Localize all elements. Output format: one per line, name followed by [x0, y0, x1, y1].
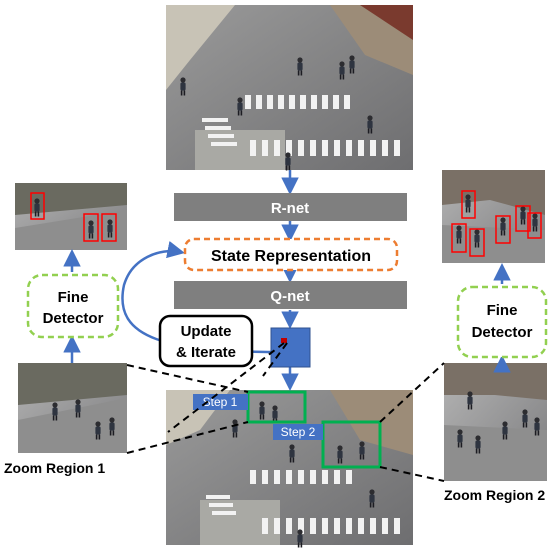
- fine-detector-right-line1: Fine: [487, 302, 518, 319]
- detection-box: [101, 213, 117, 242]
- detection-box: [515, 205, 531, 232]
- zoom-box-step-2: [321, 420, 382, 469]
- q-net-label: Q-net: [270, 288, 309, 305]
- left-detection-photo: [15, 183, 127, 250]
- step-1-label: Step 1: [203, 395, 238, 409]
- detection-box: [83, 213, 99, 242]
- step-2-label: Step 2: [281, 425, 316, 439]
- top-street-photo: [166, 5, 413, 171]
- zoom-region-1-label: Zoom Region 1: [4, 460, 105, 476]
- iterate-label: & Iterate: [176, 344, 236, 361]
- fine-detector-left-box: Fine Detector: [26, 273, 120, 339]
- fine-detector-left-line2: Detector: [43, 310, 104, 327]
- r-net-box: R-net: [174, 193, 407, 221]
- detection-box: [30, 192, 45, 220]
- detection-box: [495, 215, 511, 244]
- detection-box: [451, 223, 467, 253]
- connector-lines: [126, 342, 445, 482]
- state-representation-label: State Representation: [211, 248, 371, 265]
- step-2-tag: Step 2: [273, 424, 323, 440]
- q-net-box: Q-net: [174, 281, 407, 309]
- right-detection-photo: [442, 170, 545, 263]
- state-representation-box: State Representation: [183, 237, 399, 272]
- update-iterate-box: Update & Iterate: [158, 314, 254, 368]
- detection-box: [469, 228, 485, 257]
- detection-box: [527, 212, 542, 239]
- fine-detector-left-line1: Fine: [58, 289, 89, 306]
- fine-detector-right-line2: Detector: [472, 324, 533, 341]
- zoom-region-2-photo: [444, 363, 547, 481]
- q-output-map: [270, 327, 311, 368]
- zoom-region-1-photo: [18, 363, 127, 453]
- bottom-street-photo: [166, 390, 413, 548]
- fine-detector-right-box: Fine Detector: [456, 285, 548, 359]
- update-label: Update: [181, 323, 232, 340]
- zoom-region-2-label: Zoom Region 2: [444, 487, 545, 503]
- r-net-label: R-net: [271, 200, 309, 217]
- detection-box: [461, 190, 476, 219]
- step-1-tag: Step 1: [193, 394, 248, 410]
